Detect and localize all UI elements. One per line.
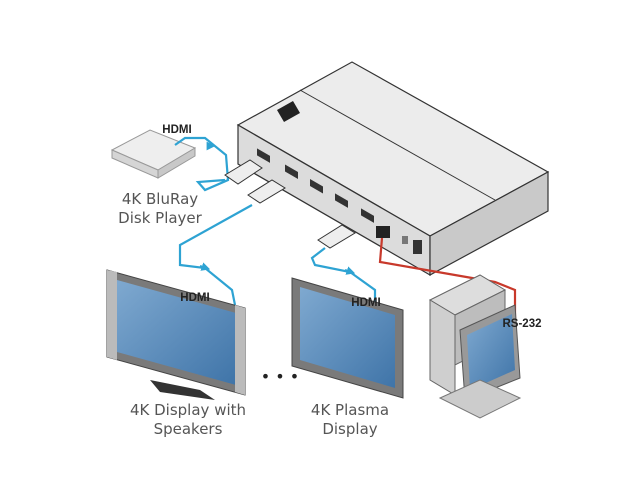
hdmi-output1-label: HDMI — [180, 292, 209, 304]
bluray-player — [110, 129, 197, 179]
hdmi-cable-input — [174, 136, 230, 192]
ellipsis-more-displays: • • • — [261, 367, 299, 386]
hdmi-connectors — [224, 159, 356, 249]
player-label-line2: Disk Player — [118, 209, 202, 227]
rs232-terminal — [376, 226, 390, 238]
kramer-logo — [277, 101, 300, 122]
plasma-display — [291, 277, 404, 399]
switcher-device — [236, 61, 550, 277]
hdmi-output2-label: HDMI — [351, 297, 380, 309]
player-label-line1: 4K BluRay — [122, 190, 198, 208]
rs232-label: RS-232 — [503, 318, 542, 330]
hdmi-cable-output-1 — [178, 204, 253, 306]
display2-label-line2: Display — [322, 420, 377, 438]
display1-label-line2: Speakers — [154, 420, 223, 438]
display1-label-line1: 4K Display with — [130, 401, 246, 419]
hdmi-cables — [174, 136, 377, 306]
display2-label-line1: 4K Plasma — [311, 401, 389, 419]
dip-switch — [402, 236, 408, 244]
computer — [428, 274, 522, 419]
power-socket — [413, 240, 422, 254]
display-with-speakers — [106, 269, 246, 400]
hdmi-cable-output-2 — [310, 247, 377, 305]
hdmi-ports — [257, 148, 374, 223]
hdmi-input-label: HDMI — [162, 124, 191, 136]
